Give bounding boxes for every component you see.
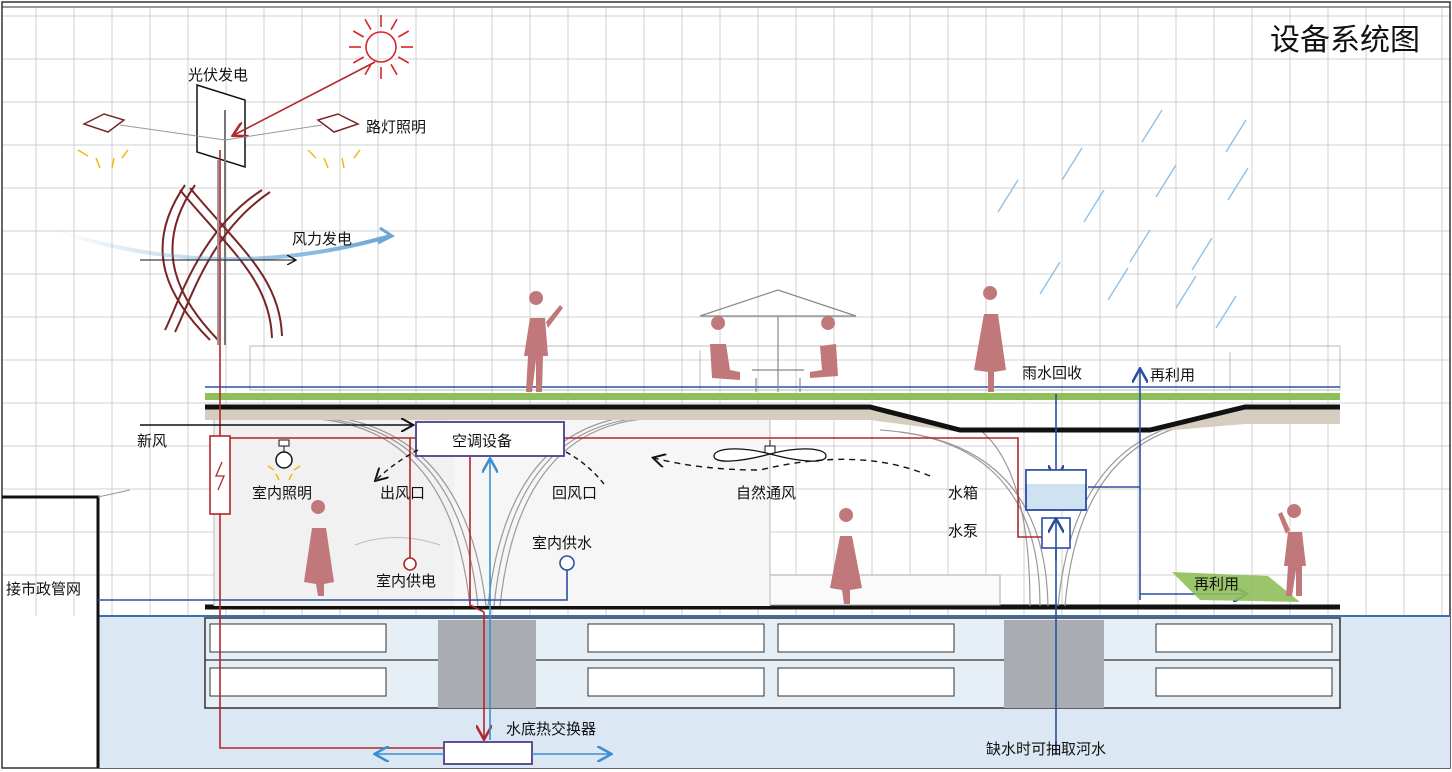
label-wind: 风力发电 (292, 230, 352, 248)
sun-ray (397, 30, 410, 38)
lightning-icon (215, 461, 225, 491)
green-roof (205, 393, 1340, 400)
water-tap-icon (559, 555, 575, 571)
heat-exchanger (443, 741, 533, 765)
sun-ray (390, 18, 398, 31)
roof-soil (205, 405, 1340, 432)
page-title: 设备系统图 (1270, 23, 1420, 58)
rain-drop (1155, 164, 1177, 198)
label-outlet: 出风口 (380, 484, 425, 502)
rain-drop (1141, 109, 1163, 143)
tree-columns (299, 417, 1221, 607)
power-lines (219, 150, 1042, 749)
sun-ray (352, 56, 365, 64)
electrical-box (209, 435, 231, 515)
ac-unit (415, 421, 565, 457)
label-river: 缺水时可抽取河水 (986, 740, 1106, 758)
label-streetlight: 路灯照明 (366, 118, 426, 136)
label-pv: 光伏发电 (188, 66, 248, 84)
label-pump: 水泵 (948, 522, 978, 540)
rain-drop (1129, 229, 1151, 263)
label-ac: 空调设备 (452, 432, 512, 450)
natural-vent-airflow (654, 458, 931, 477)
roof-slab (205, 404, 1340, 433)
label-tank: 水箱 (948, 484, 978, 502)
sun-icon (349, 15, 413, 79)
rain-streaks (997, 109, 1249, 329)
label-indoor-water: 室内供水 (532, 534, 592, 552)
label-reuse-top: 再利用 (1150, 366, 1195, 384)
label-return-vent: 回风口 (552, 484, 597, 502)
labels: 设备系统图 光伏发电 路灯照明 风力发电 新风 空调设备 室内照明 出风口 回风… (6, 23, 1420, 758)
rain-drop (1175, 275, 1197, 309)
patio-umbrella (699, 289, 857, 392)
streetlight-right-icon (224, 113, 361, 169)
rain-drop (1107, 267, 1129, 301)
streetlight-left-icon (77, 113, 226, 169)
sun-ray (352, 30, 365, 38)
bank-line (97, 489, 131, 498)
return-airflow (565, 451, 605, 485)
pv-panel (196, 83, 246, 169)
wind-flow-arrow (54, 228, 391, 262)
water-tank-outline (1025, 469, 1087, 511)
label-fresh-air: 新风 (137, 432, 167, 450)
power-outlet-icon (403, 557, 417, 571)
label-rain: 雨水回收 (1022, 364, 1082, 382)
sun-ray (364, 18, 372, 31)
sun-ray (364, 63, 372, 76)
label-heat-exchanger: 水底热交换器 (506, 720, 596, 738)
ceiling-fan-icon (713, 440, 827, 462)
label-municipal: 接市政管网 (6, 580, 81, 598)
outlet-airflow (376, 449, 419, 480)
rooftop-structure (213, 345, 1341, 606)
left-bank-wall (2, 495, 100, 768)
label-indoor-power: 室内供电 (376, 572, 436, 590)
rain-drop (997, 179, 1019, 213)
indoor-light-icon (267, 439, 301, 481)
water-tank-air (1026, 470, 1086, 484)
rain-drop (1191, 237, 1213, 271)
sunlight-arrow (234, 61, 376, 135)
interior-counter (769, 574, 1001, 606)
label-natural-vent: 自然通风 (736, 484, 796, 502)
rain-drop (1083, 189, 1105, 223)
rain-drop (1215, 295, 1237, 329)
sun-ray (390, 63, 398, 76)
rain-drop (1225, 119, 1247, 153)
water-lines (98, 370, 1246, 755)
pontoon-foundation (204, 617, 1341, 709)
sun-ray (397, 56, 410, 64)
wind-arrow-head (377, 226, 395, 245)
rain-drop (1039, 261, 1061, 295)
rain-drop (1227, 167, 1249, 201)
rain-drop (1061, 147, 1083, 181)
label-reuse-bottom: 再利用 (1194, 575, 1239, 593)
label-indoor-light: 室内照明 (252, 484, 312, 502)
people-silhouettes (304, 286, 1306, 604)
reuse-green-area (1172, 572, 1300, 602)
wind-turbine-icon (161, 160, 283, 345)
